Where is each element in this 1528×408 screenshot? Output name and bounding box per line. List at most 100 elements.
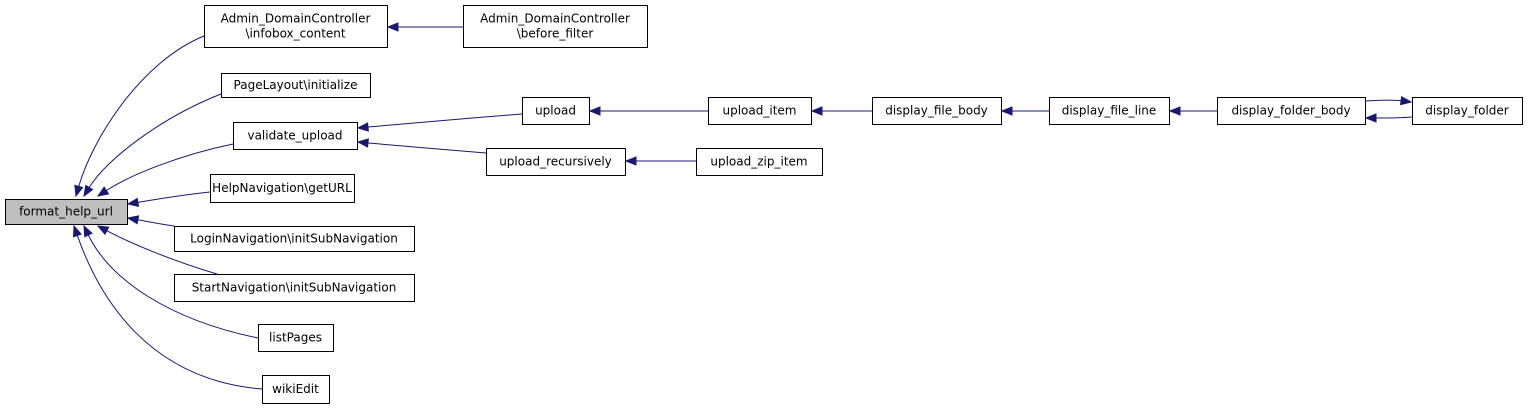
node-box xyxy=(522,97,590,125)
node-label: display_file_line xyxy=(1062,104,1157,118)
node-label: StartNavigation\initSubNavigation xyxy=(192,281,397,295)
arrowhead xyxy=(356,138,369,148)
node-upload-recursively[interactable]: upload_recursively xyxy=(486,148,626,176)
edge-loginnav-to-format_help_url xyxy=(126,215,175,227)
node-label: PageLayout\initialize xyxy=(234,78,358,92)
arrowhead xyxy=(96,225,110,236)
node-label: \infobox_content xyxy=(245,27,345,41)
edge-line xyxy=(137,219,175,227)
edge-display_folder_body-to-display_file_line xyxy=(1168,106,1217,116)
node-label: listPages xyxy=(269,331,322,345)
node-label: upload xyxy=(535,104,576,118)
node-box xyxy=(204,5,388,48)
edge-listpages-to-format_help_url xyxy=(83,224,259,339)
edge-helpnav-to-format_help_url xyxy=(126,191,211,207)
edge-line xyxy=(1375,116,1413,119)
node-label: format_help_url xyxy=(19,205,113,219)
node-box xyxy=(1049,97,1170,125)
edge-line xyxy=(1365,99,1402,102)
nodes-layer: format_help_urlAdmin_DomainController\in… xyxy=(5,5,1523,404)
edge-display_file_line-to-display_file_body xyxy=(1000,106,1049,116)
edge-line xyxy=(87,234,259,339)
node-label: Admin_DomainController xyxy=(221,12,371,26)
node-box xyxy=(174,226,415,252)
edge-display_folder-to-display_folder_body xyxy=(1364,113,1413,123)
node-display-folder[interactable]: display_folder xyxy=(1412,97,1523,125)
node-label: validate_upload xyxy=(247,129,342,143)
node-label: display_file_body xyxy=(885,104,988,118)
arrowhead xyxy=(624,156,637,166)
node-box xyxy=(463,5,648,48)
node-box xyxy=(5,199,128,225)
node-admin-infobox[interactable]: Admin_DomainController\infobox_content xyxy=(204,5,388,48)
edge-admin_infobox-to-format_help_url xyxy=(74,35,205,198)
node-display-file-body[interactable]: display_file_body xyxy=(872,97,1002,125)
node-label: display_folder_body xyxy=(1231,104,1350,118)
node-upload-item[interactable]: upload_item xyxy=(708,97,812,125)
node-box xyxy=(174,274,415,302)
node-label: display_folder xyxy=(1425,104,1509,118)
node-box xyxy=(872,97,1002,125)
node-upload[interactable]: upload xyxy=(522,97,590,125)
edge-upload_recursively-to-validate_upload xyxy=(356,138,487,154)
node-box xyxy=(696,148,823,176)
edges-layer xyxy=(73,22,1413,390)
node-box xyxy=(258,324,334,352)
node-box xyxy=(210,174,355,203)
arrowhead xyxy=(74,184,84,198)
arrowhead xyxy=(1364,113,1377,123)
node-upload-zip-item[interactable]: upload_zip_item xyxy=(696,148,823,176)
arrowhead xyxy=(83,224,93,238)
node-label: LoginNavigation\initSubNavigation xyxy=(190,232,398,246)
arrowhead xyxy=(588,106,601,116)
node-label: Admin_DomainController xyxy=(480,12,630,26)
edge-validate_upload-to-format_help_url xyxy=(96,143,234,197)
node-box xyxy=(262,375,330,404)
edge-line xyxy=(106,143,234,191)
node-label: upload_recursively xyxy=(499,155,612,169)
edge-upload-to-validate_upload xyxy=(356,113,523,132)
edge-upload_zip_item-to-upload_recursively xyxy=(624,156,696,166)
arrowhead xyxy=(1000,106,1013,116)
node-admin-before[interactable]: Admin_DomainController\before_filter xyxy=(463,5,648,48)
node-display-folder-body[interactable]: display_folder_body xyxy=(1217,97,1366,125)
edge-wikiedit-to-format_help_url xyxy=(73,224,263,390)
arrowhead xyxy=(386,22,399,32)
node-box xyxy=(221,73,371,98)
node-helpnav[interactable]: HelpNavigation\getURL xyxy=(210,174,355,203)
node-startnav[interactable]: StartNavigation\initSubNavigation xyxy=(174,274,415,302)
node-label: upload_zip_item xyxy=(710,155,807,169)
edge-display_file_body-to-upload_item xyxy=(810,106,872,116)
node-label: upload_item xyxy=(723,104,797,118)
edge-admin_before-to-admin_infobox xyxy=(386,22,463,32)
node-box xyxy=(1412,97,1523,125)
edge-line xyxy=(106,230,218,275)
node-label: HelpNavigation\getURL xyxy=(212,181,352,195)
node-loginnav[interactable]: LoginNavigation\initSubNavigation xyxy=(174,226,415,252)
arrowhead xyxy=(810,106,823,116)
node-box xyxy=(1217,97,1366,125)
arrowhead xyxy=(83,184,94,198)
edge-display_folder_body-to-display_folder xyxy=(1365,95,1413,106)
edge-line xyxy=(367,113,523,128)
node-box xyxy=(233,122,358,150)
node-label: wikiEdit xyxy=(272,382,319,396)
edge-pagelayout-to-format_help_url xyxy=(83,93,222,198)
node-pagelayout[interactable]: PageLayout\initialize xyxy=(221,73,371,98)
edge-line xyxy=(88,93,222,188)
arrowhead xyxy=(356,122,369,132)
arrowhead xyxy=(126,215,140,225)
edge-line xyxy=(76,235,263,390)
node-listpages[interactable]: listPages xyxy=(258,324,334,352)
edge-line xyxy=(367,142,487,154)
edge-startnav-to-format_help_url xyxy=(96,225,218,275)
edge-line xyxy=(137,191,211,203)
node-validate-upload[interactable]: validate_upload xyxy=(233,122,358,150)
node-format-help-url[interactable]: format_help_url xyxy=(5,199,128,225)
arrowhead xyxy=(96,186,110,197)
node-wikiedit[interactable]: wikiEdit xyxy=(262,375,330,404)
node-display-file-line[interactable]: display_file_line xyxy=(1049,97,1170,125)
arrowhead xyxy=(126,197,140,207)
arrowhead xyxy=(1399,95,1413,106)
